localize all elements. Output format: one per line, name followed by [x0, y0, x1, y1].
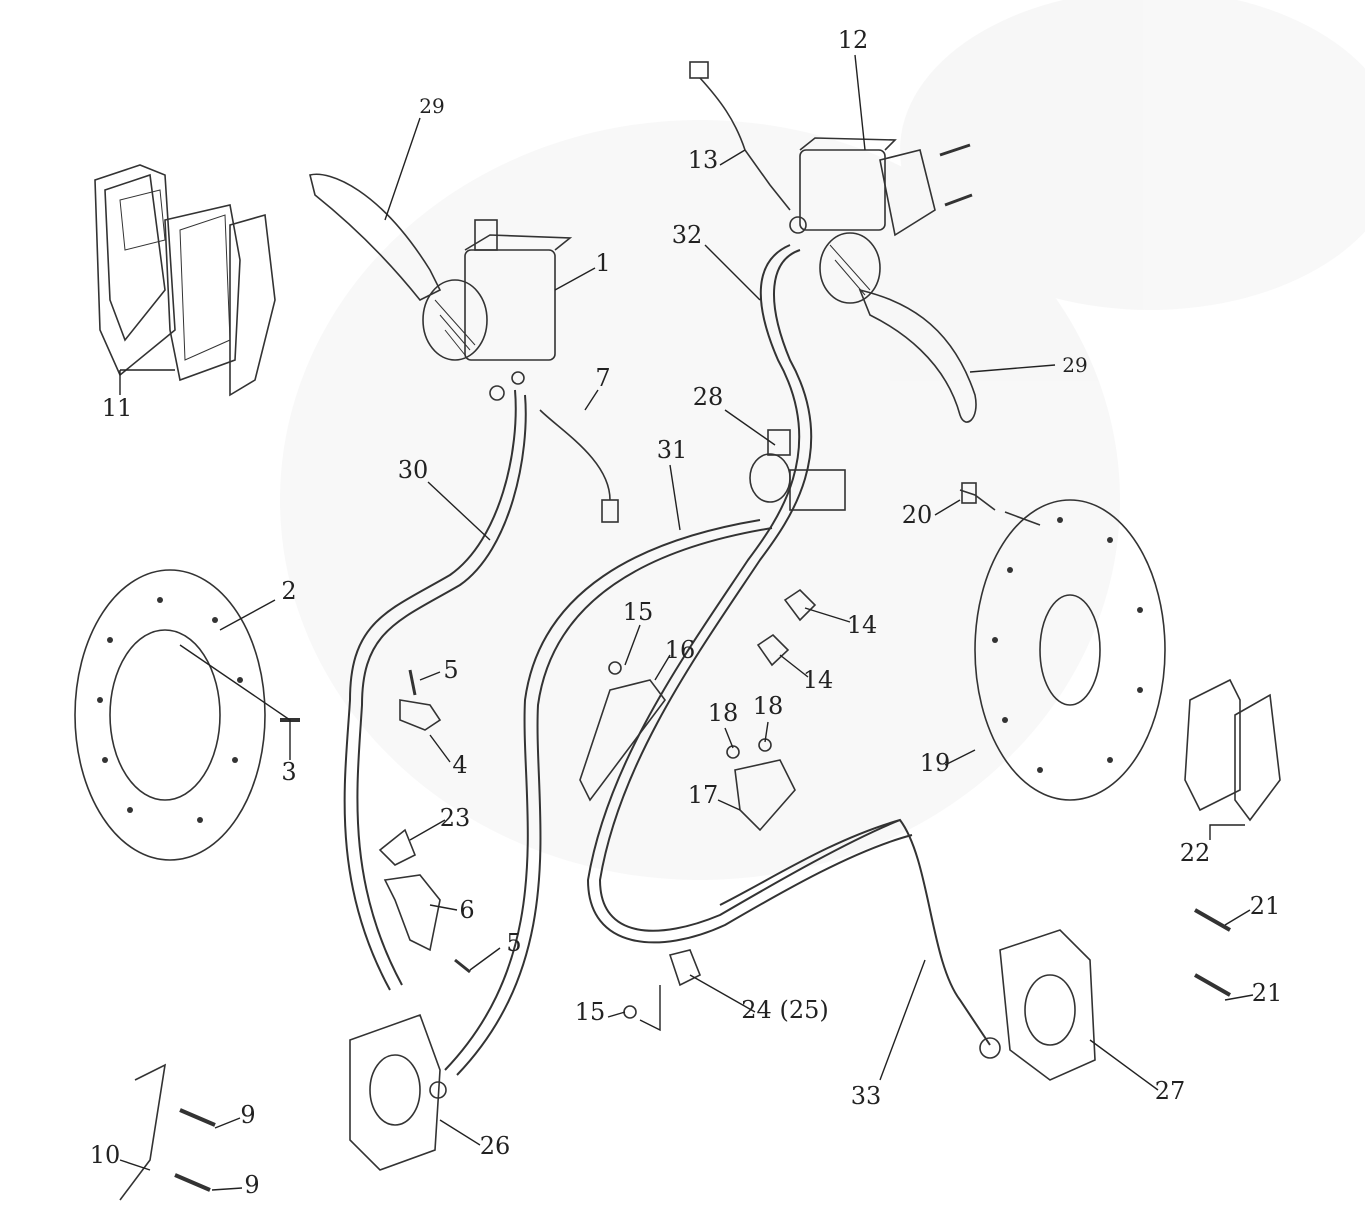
callout-13: 13 — [687, 146, 719, 174]
brake-disc-right — [959, 482, 1166, 801]
callout-22: 22 — [1179, 839, 1211, 867]
small-parts — [119, 588, 1231, 1201]
callout-27: 27 — [1154, 1077, 1186, 1105]
callout-15a: 15 — [622, 598, 654, 626]
callout-5b: 5 — [506, 929, 522, 957]
callout-24-25: 24 (25) — [741, 996, 829, 1024]
background-watermark — [280, 0, 1365, 880]
callout-14b: 14 — [802, 666, 834, 694]
callout-26: 26 — [479, 1132, 511, 1160]
brake-pads-left — [94, 164, 276, 397]
callout-21a: 21 — [1249, 892, 1281, 920]
callout-28: 28 — [692, 383, 724, 411]
master-cylinder-right — [789, 137, 977, 423]
callout-16: 16 — [664, 636, 696, 664]
callout-14a: 14 — [846, 611, 878, 639]
callout-9b: 9 — [244, 1171, 260, 1199]
callout-9a: 9 — [240, 1101, 256, 1129]
callout-31: 31 — [656, 436, 688, 464]
callout-6: 6 — [459, 896, 475, 924]
callout-4: 4 — [452, 751, 468, 779]
caliper-right — [979, 929, 1096, 1081]
callout-12: 12 — [837, 26, 869, 54]
disc-right-holes — [992, 517, 1143, 773]
callout-18b: 18 — [752, 692, 784, 720]
brake-pads-right — [1184, 678, 1281, 822]
callout-32: 32 — [671, 221, 703, 249]
brake-switch-wires — [539, 61, 791, 523]
callout-20: 20 — [901, 501, 933, 529]
callout-19: 19 — [919, 749, 951, 777]
callout-21b: 21 — [1251, 979, 1283, 1007]
brake-hoses — [343, 244, 991, 1076]
callout-33: 33 — [850, 1082, 882, 1110]
callout-2: 2 — [281, 577, 297, 605]
caliper-left — [349, 1013, 447, 1171]
callout-23: 23 — [439, 804, 471, 832]
callout-11: 11 — [101, 394, 133, 422]
callout-29b: 29 — [1062, 353, 1088, 377]
hydraulic-union — [749, 429, 846, 511]
disc-left-holes — [97, 597, 243, 823]
callout-10: 10 — [89, 1141, 121, 1169]
callout-29a: 29 — [419, 94, 445, 118]
callout-3: 3 — [281, 758, 297, 786]
master-cylinder-left — [309, 173, 573, 401]
callout-15b: 15 — [574, 998, 606, 1026]
callout-1: 1 — [595, 249, 611, 277]
callout-17: 17 — [687, 781, 719, 809]
callout-5a: 5 — [443, 656, 459, 684]
brake-disc-left — [74, 569, 266, 861]
callout-30: 30 — [397, 456, 429, 484]
leader-lines — [119, 54, 1254, 1191]
callout-18a: 18 — [707, 699, 739, 727]
callout-7: 7 — [595, 364, 611, 392]
